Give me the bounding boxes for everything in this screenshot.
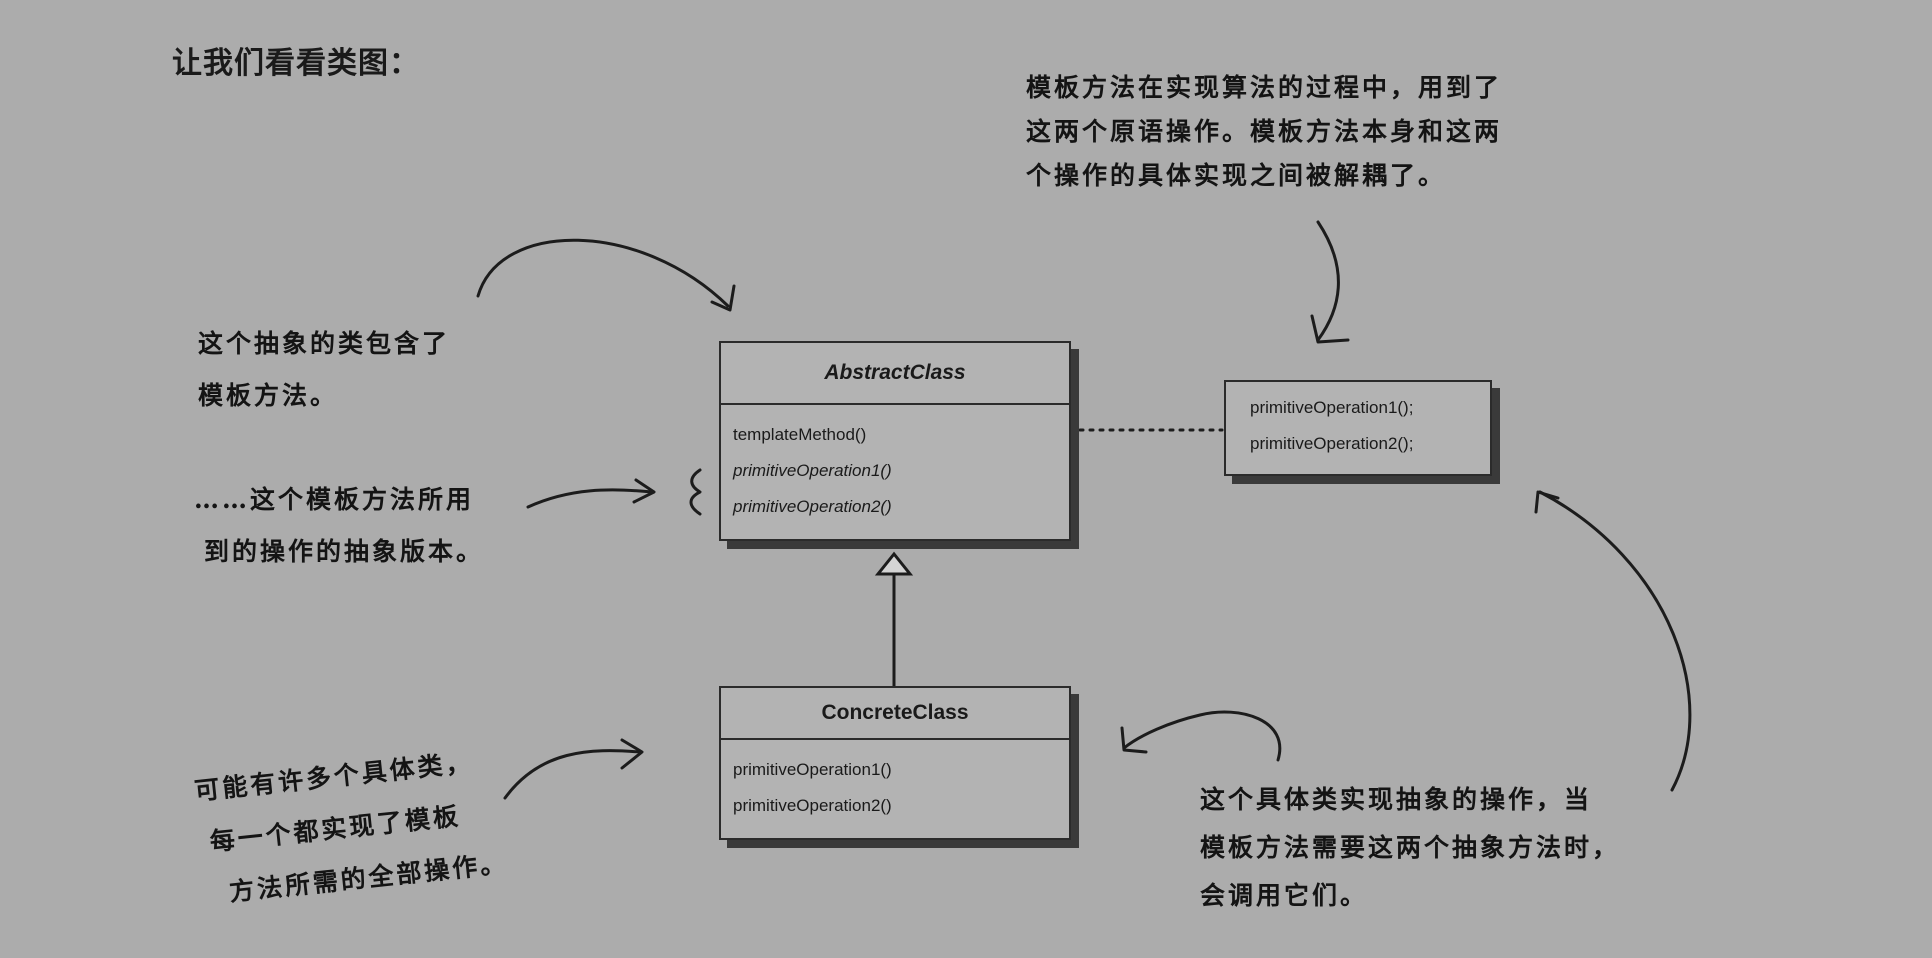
page-title: 让我们看看类图： [172,46,420,81]
annotation-abstract-class: 这个抽象的类包含了 模板方法。 [198,329,451,410]
brace-shape [689,468,702,516]
ops-box-primitive-2: primitiveOperation2(); [1250,434,1414,453]
annotation-abstract-ops: ……这个模板方法所用 到的操作的抽象版本。 [194,485,485,566]
abstract-class-box: AbstractClass templateMethod() primitive… [719,341,1071,541]
concrete-class-box: ConcreteClass primitiveOperation1() prim… [719,686,1071,840]
arrow-from-impl-to-ops-box [1538,490,1692,792]
arrow-to-abstract-ops [526,488,654,509]
abstract-class-name: AbstractClass [721,343,1069,405]
concrete-op-primitive-1: primitiveOperation1() [733,760,892,779]
annotation-concrete-impl: 这个具体类实现抽象的操作，当 模板方法需要这两个抽象方法时， 会调用它们。 [1200,785,1621,910]
arrow-to-ops-box [1316,220,1340,342]
operations-box: primitiveOperation1(); primitiveOperatio… [1224,380,1492,476]
annotation-top-right: 模板方法在实现算法的过程中，用到了 这两个原语操作。模板方法本身和这两 个操作的… [1026,73,1503,190]
abstract-op-primitive-2: primitiveOperation2() [733,497,892,516]
concrete-class-name: ConcreteClass [721,688,1069,740]
abstract-op-template-method: templateMethod() [733,425,867,444]
abstract-op-primitive-1: primitiveOperation1() [733,461,892,480]
arrow-to-abstract-class [476,238,730,308]
inheritance-triangle [874,551,914,576]
arrow-from-impl-to-concrete [1122,710,1282,762]
ops-box-primitive-1: primitiveOperation1(); [1250,398,1414,417]
arrow-to-concrete-class [503,749,642,800]
concrete-op-primitive-2: primitiveOperation2() [733,796,892,815]
annotation-many-concrete: 可能有许多个具体类， 每一个都实现了模板 方法所需的全部操作。 [193,747,510,907]
